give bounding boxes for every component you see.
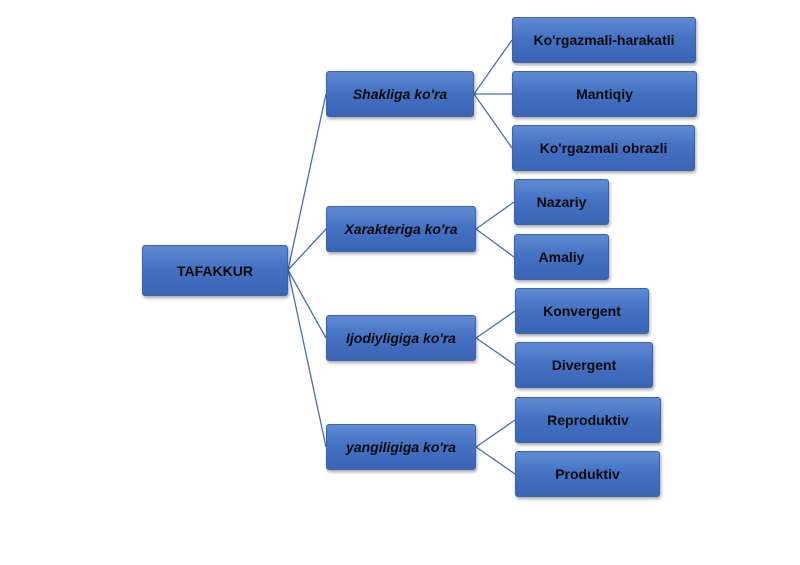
leaf-node-konvergent: Konvergent xyxy=(515,288,649,334)
connector-group-2-child-1 xyxy=(475,201,515,230)
leaf-node-korgazmali-obrazli: Ko'rgazmali obrazli xyxy=(512,125,695,171)
group-node-yangiligiga: yangiligiga ko'ra xyxy=(326,424,476,470)
connector-root-group-1 xyxy=(287,93,327,271)
leaf-node-amaliy: Amaliy xyxy=(514,234,609,280)
connector-root-group-4 xyxy=(287,269,327,448)
group-node-shakliga: Shakliga ko'ra xyxy=(326,71,474,117)
group-node-xarakteriga: Xarakteriga ko'ra xyxy=(326,206,476,252)
connector-root-group-3 xyxy=(287,269,327,339)
connector-group-4-child-1 xyxy=(475,419,516,448)
group-node-ijodiyligiga: Ijodiyligiga ko'ra xyxy=(326,315,476,361)
leaf-node-mantiqiy: Mantiqiy xyxy=(512,71,697,117)
root-node-tafakkur: TAFAKKUR xyxy=(142,245,288,296)
connector-group-3-child-1 xyxy=(475,310,516,339)
leaf-node-korgazmali-harakatli: Ko'rgazmali-harakatli xyxy=(512,17,696,63)
connector-group-1-child-3 xyxy=(473,93,513,149)
leaf-node-produktiv: Produktiv xyxy=(515,451,660,497)
leaf-node-nazariy: Nazariy xyxy=(514,179,609,225)
leaf-node-divergent: Divergent xyxy=(515,342,653,388)
connector-group-3-child-2 xyxy=(475,337,516,366)
connector-group-2-child-2 xyxy=(475,228,515,258)
connector-root-group-2 xyxy=(287,228,327,271)
leaf-node-reproduktiv: Reproduktiv xyxy=(515,397,661,443)
connector-group-4-child-2 xyxy=(475,446,516,475)
connector-group-1-child-1 xyxy=(473,39,513,95)
